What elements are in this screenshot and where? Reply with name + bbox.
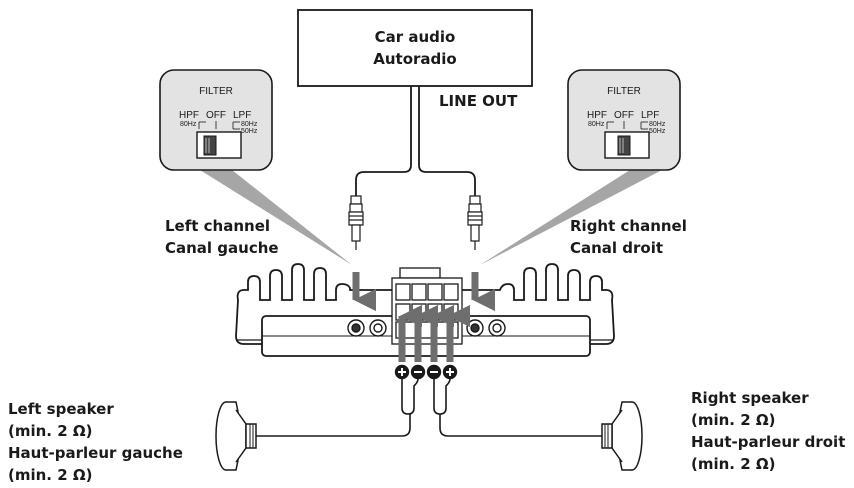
- plus-terminal-icon: [394, 364, 410, 380]
- filter-off-right: OFF: [614, 110, 634, 121]
- minus-terminal-icon: [426, 364, 442, 380]
- right-channel-line1: Right channel: [570, 217, 687, 235]
- rca-plug-icon-left: [348, 195, 364, 250]
- rca-cables: [355, 86, 476, 196]
- speaker-wire-arrows: [398, 304, 471, 362]
- right-channel-line2: Canal droit: [570, 239, 663, 257]
- right-speaker-line4: (min. 2 Ω): [691, 455, 776, 473]
- speaker-wires: [254, 378, 604, 437]
- filter-switch-knob-right: [617, 135, 631, 156]
- input-arrows: [352, 272, 496, 312]
- filter-50hz-right: 50Hz: [649, 128, 666, 135]
- filter-hpf-right: HPF: [587, 110, 607, 121]
- right-callout-pointer: [480, 170, 662, 265]
- filter-50hz-left: 50Hz: [241, 128, 258, 135]
- left-speaker-line3: Haut-parleur gauche: [8, 444, 183, 462]
- filter-80hz-lpf-left: 80Hz: [241, 121, 258, 128]
- polarity-markers: [394, 364, 458, 380]
- filter-lpf-right: LPF: [641, 110, 659, 121]
- line-out-label: LINE OUT: [439, 92, 518, 110]
- filter-lpf-left: LPF: [233, 110, 251, 121]
- left-speaker-line2: (min. 2 Ω): [8, 422, 93, 440]
- filter-title-right: FILTER: [607, 86, 641, 97]
- filter-title-left: FILTER: [199, 86, 233, 97]
- rca-input-jacks: [347, 319, 506, 337]
- filter-off-left: OFF: [206, 110, 226, 121]
- speaker-icon-left: [215, 401, 257, 471]
- left-speaker-line4: (min. 2 Ω): [8, 466, 93, 484]
- left-speaker-line1: Left speaker: [8, 400, 114, 418]
- left-callout-pointer: [200, 170, 352, 265]
- plus-terminal-icon: [442, 364, 458, 380]
- filter-callout-right: FILTER HPF OFF LPF 80Hz 80Hz 50Hz: [567, 69, 681, 171]
- right-speaker-line3: Haut-parleur droit: [691, 433, 845, 451]
- head-unit-line1: Car audio: [375, 28, 456, 46]
- minus-terminal-icon: [410, 364, 426, 380]
- head-unit: Car audio Autoradio: [297, 9, 533, 87]
- filter-80hz-lpf-right: 80Hz: [649, 121, 666, 128]
- filter-callout-left: FILTER HPF OFF LPF 80Hz 80Hz 50Hz: [159, 69, 273, 171]
- head-unit-line2: Autoradio: [373, 50, 456, 68]
- rca-plug-icon-right: [467, 195, 483, 250]
- speaker-icon-right: [601, 401, 643, 471]
- filter-80hz-hpf-right: 80Hz: [588, 121, 605, 128]
- filter-80hz-hpf-left: 80Hz: [180, 121, 197, 128]
- right-speaker-line2: (min. 2 Ω): [691, 411, 776, 429]
- right-speaker-line1: Right speaker: [691, 389, 809, 407]
- left-channel-line2: Canal gauche: [165, 239, 279, 257]
- filter-hpf-left: HPF: [179, 110, 199, 121]
- left-channel-line1: Left channel: [165, 217, 270, 235]
- filter-switch-knob-left: [203, 135, 217, 156]
